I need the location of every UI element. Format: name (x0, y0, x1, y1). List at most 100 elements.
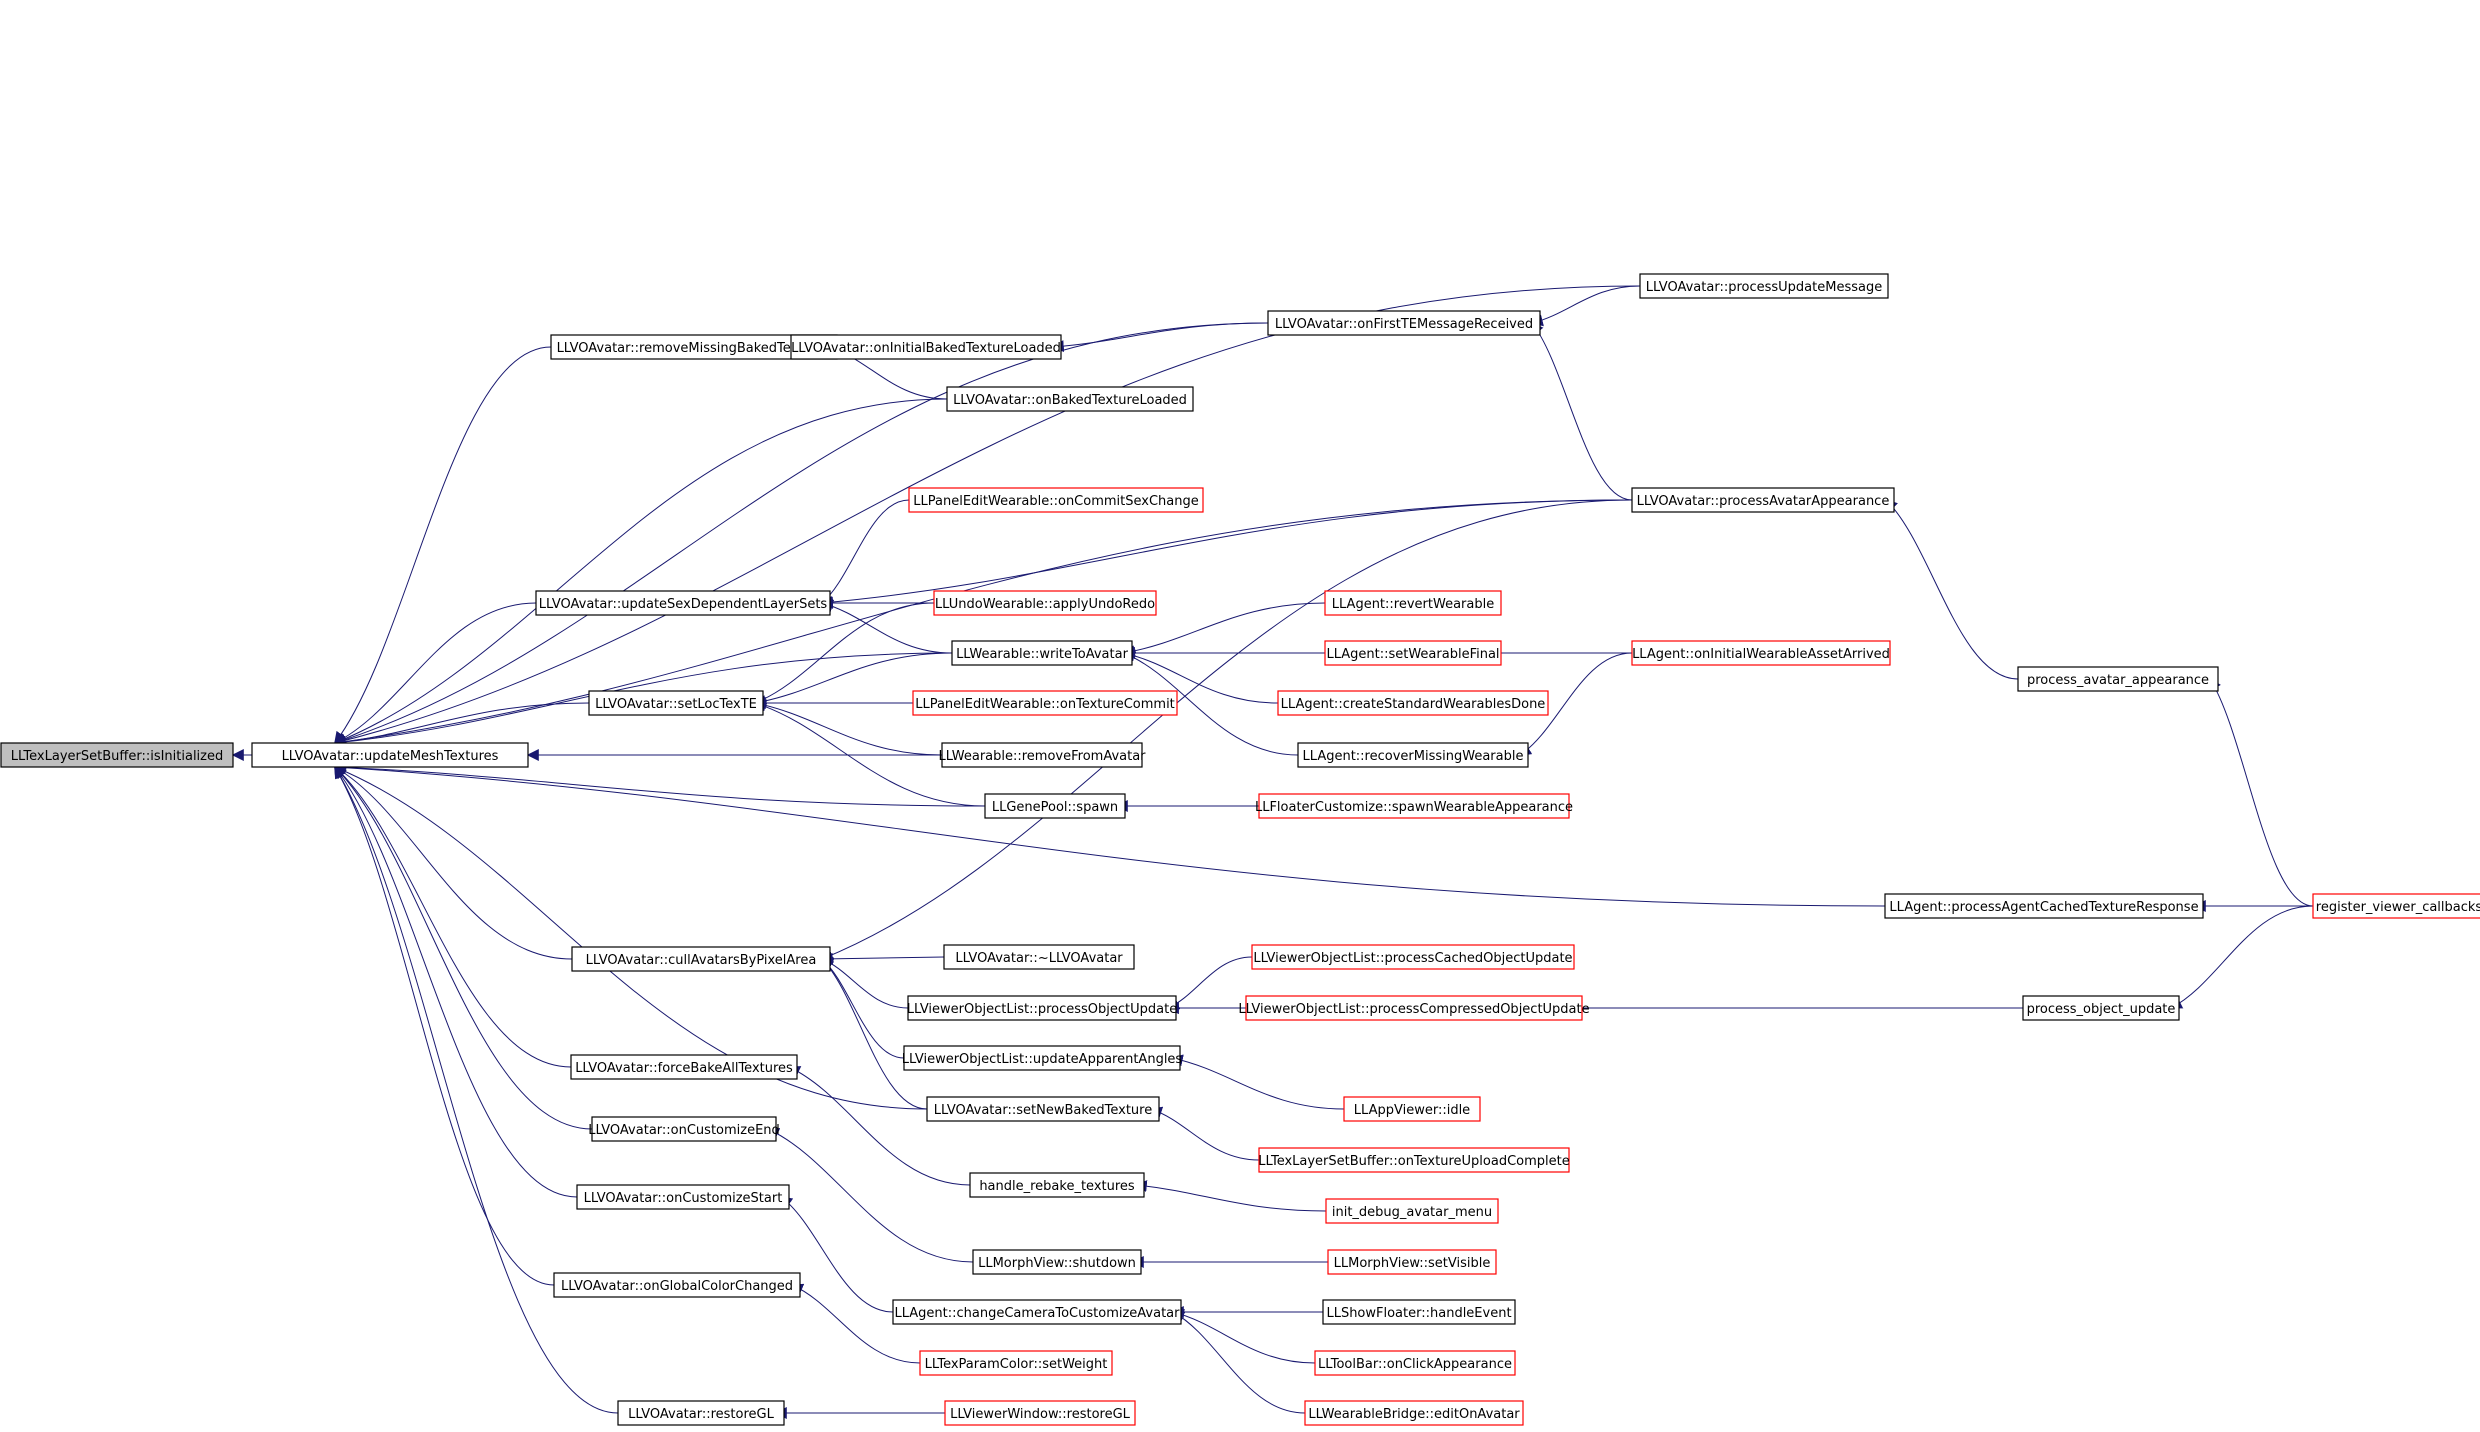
edge-llvoavatar-processupdatemessage-to-llvoavatar-onfirsttemessagereceived (1530, 285, 1641, 327)
node-box (1327, 1249, 1497, 1275)
node-llpaneleditwearable-ontexturecommit[interactable]: LLPanelEditWearable::onTextureCommit (912, 690, 1178, 716)
node-llwearablebridge-editonavatar[interactable]: LLWearableBridge::editOnAvatar (1304, 1400, 1524, 1426)
node-llviewerwindow-restoregl[interactable]: LLViewerWindow::restoreGL (944, 1400, 1136, 1426)
node-llvoavatar-oninitialbakedtextureloaded[interactable]: LLVOAvatar::onInitialBakedTextureLoaded (790, 334, 1062, 360)
node-llfloatercustomize-spawnwearableappearance[interactable]: LLFloaterCustomize::spawnWearableAppeara… (1255, 793, 1573, 819)
edge-llgenepool-spawn-to-llvoavatar-updatemeshtextures (333, 761, 986, 807)
node-llvoavatar-restoregl[interactable]: LLVOAvatar::restoreGL (617, 1400, 785, 1426)
node-llvoavatar-updatemeshtextures[interactable]: LLVOAvatar::updateMeshTextures (251, 742, 529, 768)
node-llagent-createstandardwearablesdone[interactable]: LLAgent::createStandardWearablesDone (1277, 690, 1549, 716)
node-label: init_debug_avatar_menu (1332, 1205, 1492, 1220)
node-label: handle_rebake_textures (979, 1179, 1135, 1194)
node-box (0, 742, 234, 768)
edge-llagent-oninitialwearableassetarrived-to-llagent-recovermissingwearable (1518, 652, 1633, 756)
edge-line (2169, 905, 2314, 1009)
node-llagent-recovermissingwearable[interactable]: LLAgent::recoverMissingWearable (1297, 742, 1529, 768)
node-label: LLGenePool::spawn (992, 800, 1118, 815)
node-register-viewer-callbacks[interactable]: register_viewer_callbacks (2312, 893, 2480, 919)
node-init-debug-avatar-menu[interactable]: init_debug_avatar_menu (1325, 1198, 1499, 1224)
node-llagent-oninitialwearableassetarrived[interactable]: LLAgent::onInitialWearableAssetArrived (1631, 640, 1891, 666)
node-llviewerobjectlist-processobjectupdate[interactable]: LLViewerObjectList::processObjectUpdate (907, 995, 1177, 1021)
node-box (790, 334, 1062, 360)
node-llgenepool-spawn[interactable]: LLGenePool::spawn (984, 793, 1126, 819)
node-llvoavatar-forcebakealltextures[interactable]: LLVOAvatar::forceBakeAllTextures (570, 1054, 798, 1080)
edge-llvoavatar-processavatarappearance-to-llvoavatar-updatesexdependentlayersets (820, 499, 1633, 608)
node-llvoavatar-setnewbakedtexture[interactable]: LLVOAvatar::setNewBakedTexture (926, 1096, 1160, 1122)
node-llappviewer-idle[interactable]: LLAppViewer::idle (1343, 1096, 1481, 1122)
node-label: LLVOAvatar::removeMissingBakedTextures (557, 341, 832, 356)
node-llvoavatar-setloctexte[interactable]: LLVOAvatar::setLocTexTE (588, 690, 764, 716)
node-llvoavatar-removemissingbakedtextures[interactable]: LLVOAvatar::removeMissingBakedTextures (550, 334, 838, 360)
node-box (550, 334, 838, 360)
node-llviewerobjectlist-updateapparentangles[interactable]: LLViewerObjectList::updateApparentAngles (902, 1045, 1183, 1071)
node-llvoavatar-onglobalcolorchanged[interactable]: LLVOAvatar::onGlobalColorChanged (553, 1272, 801, 1298)
node-llpaneleditwearable-oncommitsexchange[interactable]: LLPanelEditWearable::onCommitSexChange (908, 487, 1204, 513)
node-label: LLWearableBridge::editOnAvatar (1308, 1407, 1520, 1422)
node-box (984, 793, 1126, 819)
node-llvoavatar-llvoavatar[interactable]: LLVOAvatar::~LLVOAvatar (943, 944, 1135, 970)
node-llwearable-writetoavatar[interactable]: LLWearable::writeToAvatar (951, 640, 1133, 666)
node-llagent-processagentcachedtextureresponse[interactable]: LLAgent::processAgentCachedTextureRespon… (1884, 893, 2204, 919)
edge-register-viewer-callbacks-to-process-avatar-appearance (2209, 677, 2314, 907)
edge-line (821, 499, 910, 604)
node-llshowfloater-handleevent[interactable]: LLShowFloater::handleEvent (1322, 1299, 1516, 1325)
node-process-object-update[interactable]: process_object_update (2022, 995, 2180, 1021)
node-lltexlayersetbuffer-isinitialized: LLTexLayerSetBuffer::isInitialized (0, 742, 234, 768)
node-llagent-setwearablefinal[interactable]: LLAgent::setWearableFinal (1324, 640, 1502, 666)
edge-line (787, 1066, 971, 1186)
node-label: LLVOAvatar::processAvatarAppearance (1637, 494, 1890, 509)
node-handle-rebake-textures[interactable]: handle_rebake_textures (969, 1172, 1145, 1198)
node-llvoavatar-oncustomizestart[interactable]: LLVOAvatar::onCustomizeStart (576, 1184, 790, 1210)
node-llmorphview-shutdown[interactable]: LLMorphView::shutdown (972, 1249, 1142, 1275)
node-llwearable-removefromavatar[interactable]: LLWearable::removeFromAvatar (938, 742, 1146, 768)
edge-line (820, 957, 909, 1009)
edge-line (820, 952, 945, 965)
node-label: LLVOAvatar::onFirstTEMessageReceived (1275, 317, 1533, 332)
node-label: LLAgent::changeCameraToCustomizeAvatar (894, 1306, 1180, 1321)
node-process-avatar-appearance[interactable]: process_avatar_appearance (2017, 666, 2219, 692)
node-label: LLViewerObjectList::updateApparentAngles (902, 1052, 1183, 1067)
node-llundowearable-applyundoredo[interactable]: LLUndoWearable::applyUndoRedo (933, 590, 1157, 616)
node-box (570, 1054, 798, 1080)
node-box (903, 1045, 1181, 1071)
node-llvoavatar-cullavatarsbypixelarea[interactable]: LLVOAvatar::cullAvatarsByPixelArea (571, 946, 831, 972)
node-lltoolbar-onclickappearance[interactable]: LLToolBar::onClickAppearance (1314, 1350, 1516, 1376)
edge-line (1518, 652, 1633, 756)
node-label: LLMorphView::setVisible (1334, 1256, 1491, 1271)
node-box (617, 1400, 785, 1426)
node-llagent-changecameratocustomizeavatar[interactable]: LLAgent::changeCameraToCustomizeAvatar (892, 1299, 1182, 1325)
edge-llvoavatar-setnewbakedtexture-to-llvoavatar-cullavatarsbypixelarea (821, 958, 928, 1110)
edge-line (333, 398, 948, 745)
node-lltexlayersetbuffer-ontextureuploadcomplete[interactable]: LLTexLayerSetBuffer::onTextureUploadComp… (1258, 1147, 1570, 1173)
edge-llwearable-writetoavatar-to-llvoavatar-updatesexdependentlayersets (820, 600, 953, 654)
node-box (1258, 1147, 1570, 1173)
node-box (892, 1299, 1182, 1325)
node-llmorphview-setvisible[interactable]: LLMorphView::setVisible (1327, 1249, 1497, 1275)
node-label: LLAgent::setWearableFinal (1326, 647, 1499, 662)
edge-llwearable-removefromavatar-to-llvoavatar-setloctexte (753, 699, 943, 756)
node-lltexparamcolor-setweight[interactable]: LLTexParamColor::setWeight (919, 1350, 1113, 1376)
edge-line (1171, 1311, 1306, 1414)
node-llvoavatar-oncustomizeend[interactable]: LLVOAvatar::onCustomizeEnd (588, 1116, 780, 1142)
node-box (1324, 640, 1502, 666)
node-llviewerobjectlist-processcachedobjectupdate[interactable]: LLViewerObjectList::processCachedObjectU… (1251, 944, 1575, 970)
node-llagent-revertwearable[interactable]: LLAgent::revertWearable (1324, 590, 1502, 616)
edge-line (753, 652, 953, 707)
node-label: LLVOAvatar::onInitialBakedTextureLoaded (791, 341, 1061, 356)
node-llvoavatar-updatesexdependentlayersets[interactable]: LLVOAvatar::updateSexDependentLayerSets (535, 590, 831, 616)
edge-init-debug-avatar-menu-to-handle-rebake-textures (1134, 1180, 1327, 1212)
edge-llvoavatar-processupdatemessage-to-llvoavatar-updatemeshtextures (333, 285, 1641, 747)
node-box (2017, 666, 2219, 692)
node-llvoavatar-onbakedtextureloaded[interactable]: LLVOAvatar::onBakedTextureLoaded (946, 386, 1194, 412)
node-llvoavatar-onfirsttemessagereceived[interactable]: LLVOAvatar::onFirstTEMessageReceived (1267, 310, 1541, 336)
node-llvoavatar-processavatarappearance[interactable]: LLVOAvatar::processAvatarAppearance (1631, 487, 1895, 513)
node-label: LLTexLayerSetBuffer::onTextureUploadComp… (1258, 1154, 1569, 1169)
edge-llvoavatar-processavatarappearance-to-llvoavatar-cullavatarsbypixelarea (820, 499, 1633, 961)
node-label: LLVOAvatar::setLocTexTE (595, 697, 757, 712)
node-box (571, 946, 831, 972)
node-llvoavatar-processupdatemessage[interactable]: LLVOAvatar::processUpdateMessage (1639, 273, 1889, 299)
edge-line (1051, 322, 1269, 353)
node-llviewerobjectlist-processcompressedobjectupdate[interactable]: LLViewerObjectList::processCompressedObj… (1238, 995, 1590, 1021)
node-label: process_avatar_appearance (2027, 673, 2209, 688)
edge-llvoavatar-onfirsttemessagereceived-to-llvoavatar-updatemeshtextures (333, 322, 1269, 746)
